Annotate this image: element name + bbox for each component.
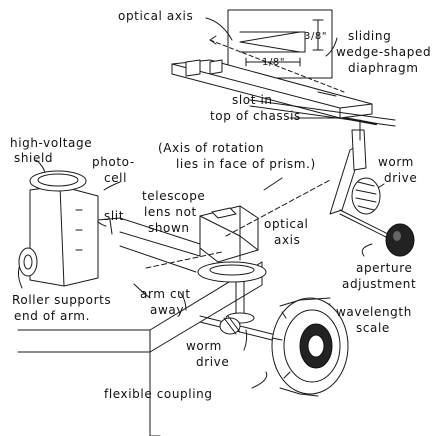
label-roller-supports: Roller supports xyxy=(12,293,112,307)
label-axis-rotation-2: lies in face of prism.) xyxy=(176,157,316,171)
label-slot-in: slot in xyxy=(232,93,273,107)
label-drive-bottom: drive xyxy=(196,355,230,369)
label-sliding: sliding xyxy=(348,29,392,43)
label-top-of-chassis: top of chassis xyxy=(210,109,301,123)
label-end-of-arm: end of arm. xyxy=(14,309,90,323)
label-axis-2: axis xyxy=(274,233,301,247)
label-optical-axis-top: optical axis xyxy=(118,9,194,23)
label-arm-cut: arm cut xyxy=(140,287,191,301)
label-shield: shield xyxy=(14,151,54,165)
label-axis-rotation-1: (Axis of rotation xyxy=(158,141,265,155)
label-photo: photo- xyxy=(92,155,135,169)
label-adjustment: adjustment xyxy=(342,277,417,291)
label-wavelength: wavelength xyxy=(336,305,412,319)
label-wedge-shaped: wedge-shaped xyxy=(336,45,432,59)
label-dim-one-eighth: 1/8" xyxy=(262,57,286,68)
label-worm-top: worm xyxy=(378,155,414,169)
label-diaphragm: diaphragm xyxy=(348,61,419,75)
label-away: away xyxy=(150,303,185,317)
wavelength-drum-assembly xyxy=(199,297,349,397)
label-high-voltage: high-voltage xyxy=(10,136,93,150)
prism-assembly xyxy=(145,179,331,324)
label-drive-top: drive xyxy=(384,171,418,185)
label-scale: scale xyxy=(356,321,390,335)
label-dim-three-eighths: 3/8" xyxy=(304,31,328,42)
label-aperture: aperture xyxy=(356,261,413,275)
label-worm-bottom: worm xyxy=(186,339,222,353)
label-shown: shown xyxy=(148,221,190,235)
label-optical-2: optical xyxy=(264,217,309,231)
label-lens-not: lens not xyxy=(144,205,197,219)
label-telescope: telescope xyxy=(142,189,206,203)
label-slit: slit xyxy=(104,209,125,223)
label-flexible-coupling: flexible coupling xyxy=(104,387,213,401)
label-cell: cell xyxy=(104,171,128,185)
chassis-base xyxy=(17,261,263,436)
diaphragm-assembly xyxy=(171,9,396,127)
arm-and-worm-drive xyxy=(329,119,415,257)
photocell-housing xyxy=(18,170,201,287)
